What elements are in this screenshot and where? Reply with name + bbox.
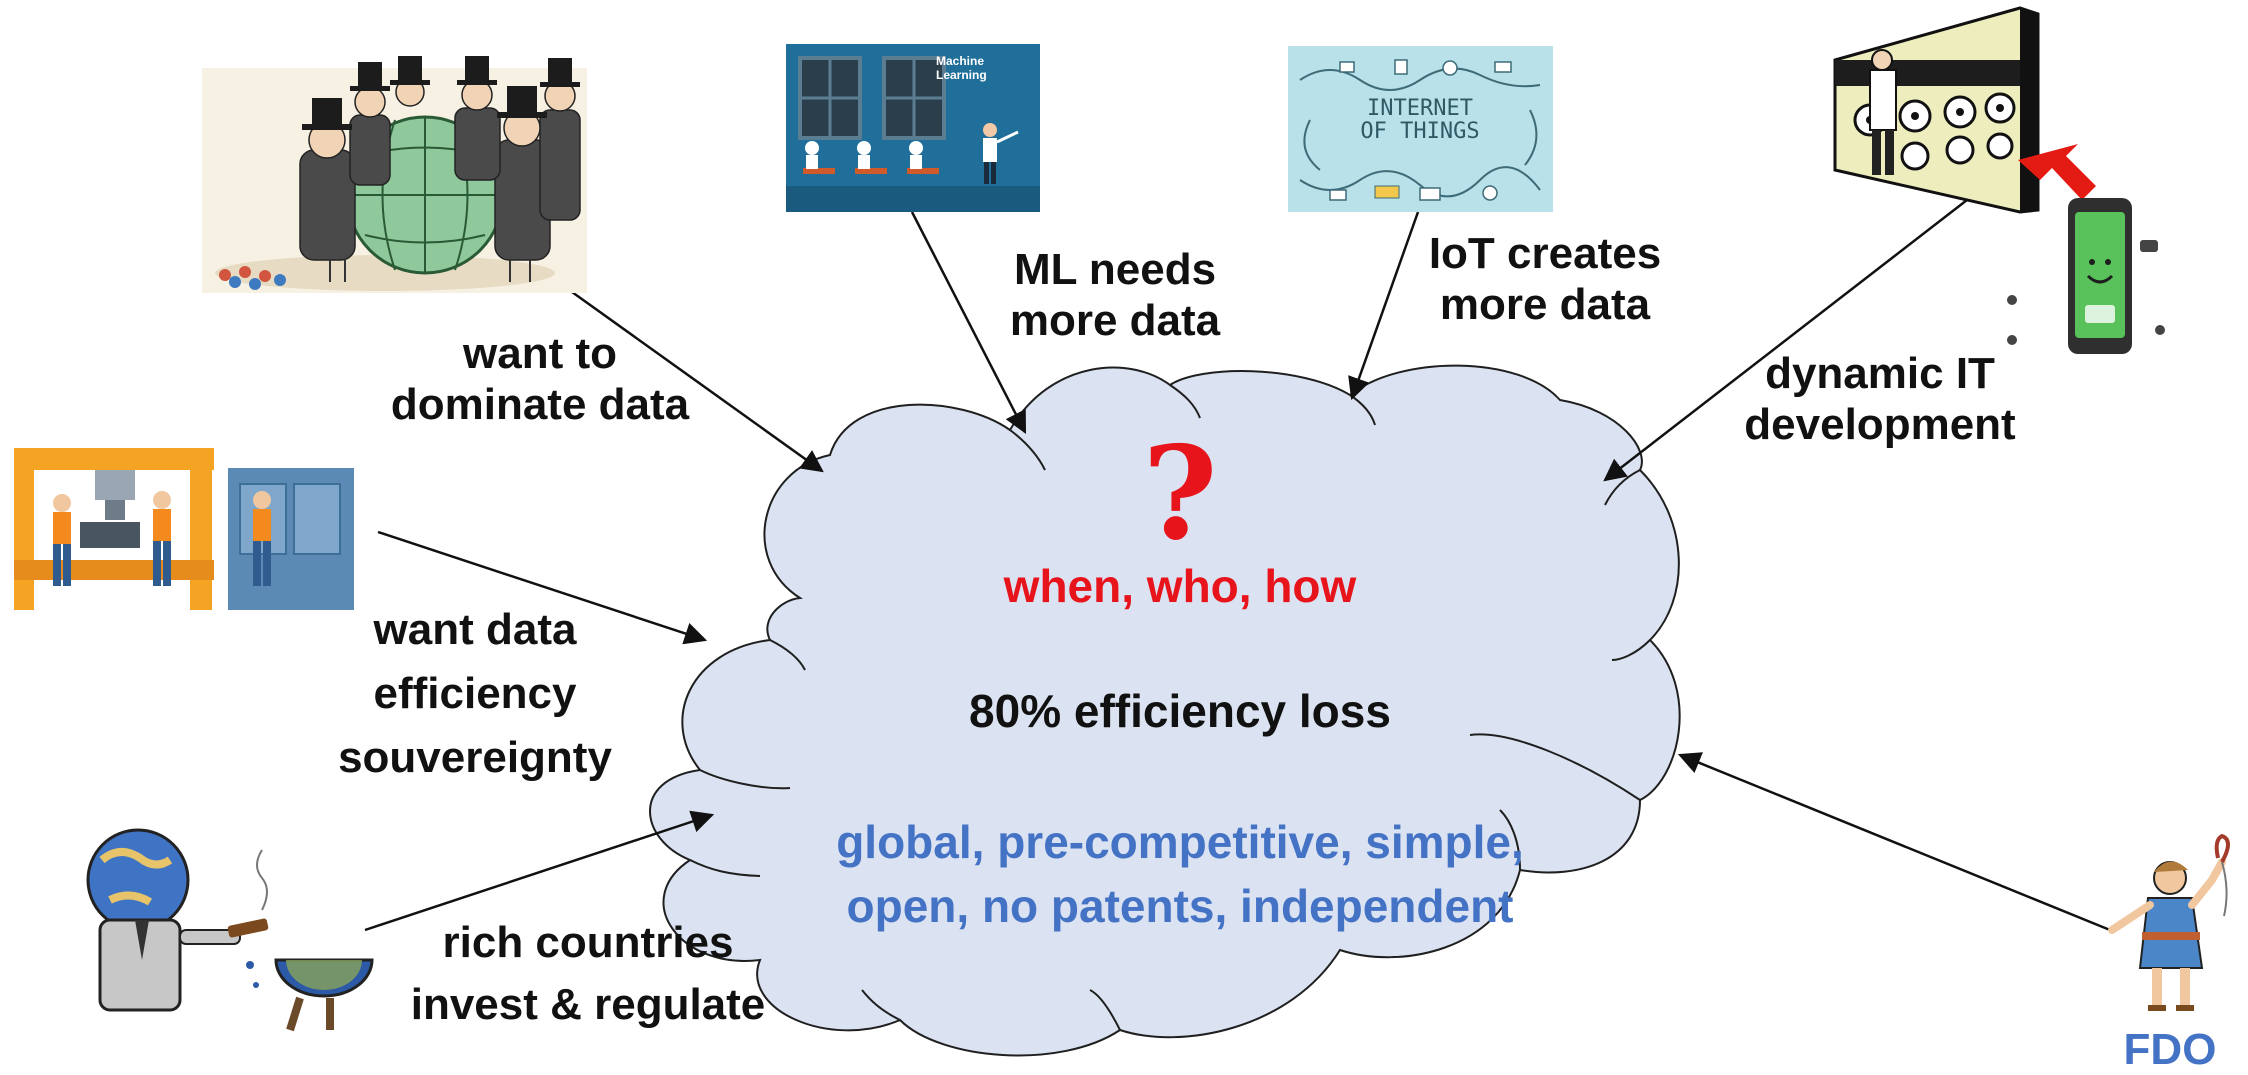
mainframe-to-smartphone-illustration xyxy=(1833,6,2165,354)
arrow-fdo xyxy=(1677,752,2111,932)
efficiency-loss-text: 80% efficiency loss xyxy=(969,685,1391,737)
label-dominate-data: want to dominate data xyxy=(390,329,690,430)
label-fdo: FDO xyxy=(2123,1025,2217,1074)
arrow-efficiency xyxy=(377,530,708,645)
arrow-dynamic-it xyxy=(1603,199,1968,482)
internet-of-things-illustration xyxy=(1288,46,1553,212)
globe-head-businessman-cartoon xyxy=(86,828,374,1032)
arrow-iot xyxy=(1348,211,1420,401)
factory-workers-illustration xyxy=(14,448,354,610)
label-ml-needs-data: ML needs more data xyxy=(1009,245,1221,346)
question-mark: ? xyxy=(1142,419,1218,569)
arrow-dominate xyxy=(571,290,824,473)
label-data-efficiency: want data efficiency souvereignty xyxy=(338,605,612,782)
question-text: when, who, how xyxy=(1003,560,1357,612)
label-iot-creates-data: IoT creates more data xyxy=(1428,229,1662,330)
arrows xyxy=(364,199,2111,932)
machine-learning-illustration xyxy=(786,44,1040,212)
ml-image-caption: Machine Learning xyxy=(936,54,987,83)
central-cloud xyxy=(649,364,1681,1057)
david-with-sling-cartoon xyxy=(2108,833,2230,1011)
arrow-ml xyxy=(910,211,1027,435)
businessmen-globe-cartoon xyxy=(202,56,587,293)
label-rich-countries: rich countries invest & regulate xyxy=(410,918,766,1029)
arrow-rich xyxy=(364,810,715,932)
iot-image-caption: INTERNET OF THINGS xyxy=(1360,96,1480,145)
label-dynamic-it: dynamic IT development xyxy=(1744,349,2016,450)
principles-text: global, pre-competitive, simple, open, n… xyxy=(836,816,1524,933)
